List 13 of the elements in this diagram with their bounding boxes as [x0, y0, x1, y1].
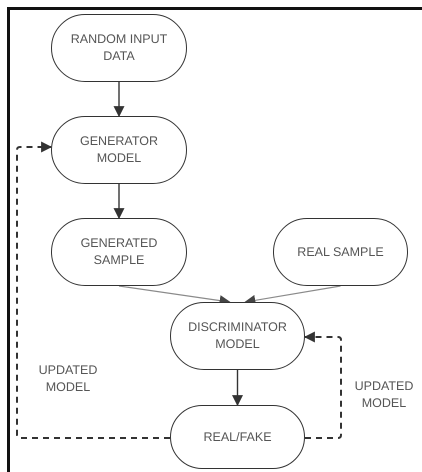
arrow [304, 332, 342, 439]
node-label: REAL SAMPLE [297, 244, 384, 260]
node-label: RANDOM INPUT DATA [70, 31, 168, 65]
edge-label: UPDATED MODEL [354, 378, 414, 412]
node-label: GENERATED SAMPLE [80, 235, 158, 269]
node-label: REAL/FAKE [203, 428, 272, 446]
node-label: GENERATOR MODEL [78, 133, 160, 167]
arrow [16, 142, 170, 439]
arrow [232, 370, 243, 406]
edge-label: UPDATED MODEL [38, 362, 98, 396]
arrow [114, 82, 124, 118]
arrow [114, 184, 124, 220]
node-label: DISCRIMINATOR MODEL [187, 319, 288, 353]
